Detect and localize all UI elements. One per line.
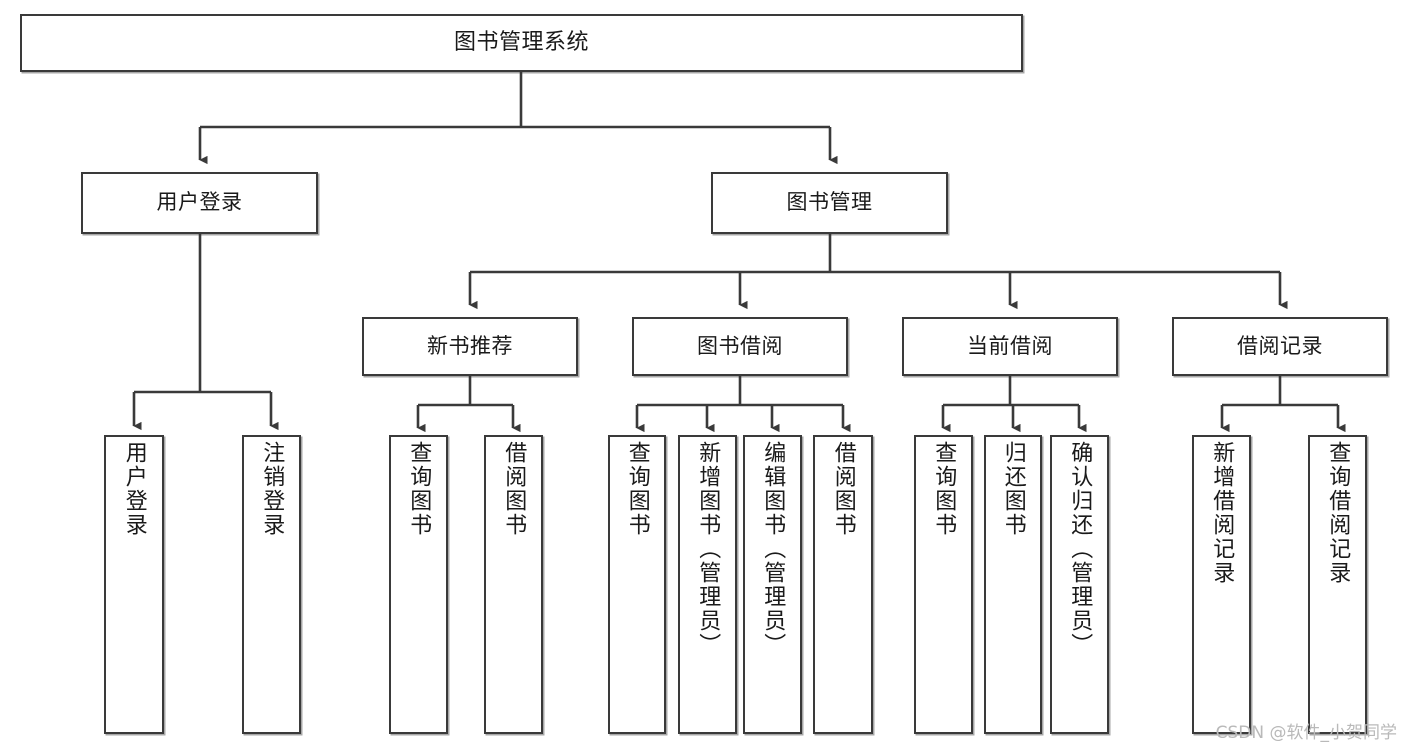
node-book-manage[interactable]: 图书管理 [711,172,948,234]
node-label-current-borrow: 当前借阅 [967,333,1053,358]
node-label-leaf-user-login: 用户登录 [121,441,147,537]
node-leaf-query-book-2[interactable]: 查询图书 [608,435,666,734]
node-label-leaf-query-book-2: 查询图书 [624,441,650,537]
node-leaf-logout[interactable]: 注销登录 [242,435,301,734]
node-label-leaf-query-borrow-record: 查询借阅记录 [1325,441,1351,585]
node-label-leaf-add-book-admin: 新增图书（管理员） [695,441,721,657]
node-root-system[interactable]: 图书管理系统 [20,14,1023,72]
csdn-watermark: CSDN @软件_小贺同学 [1215,723,1397,743]
node-label-leaf-return-book: 归还图书 [1000,441,1026,537]
node-label-leaf-query-book-3: 查询图书 [931,441,957,537]
node-leaf-edit-book-admin[interactable]: 编辑图书（管理员） [743,435,802,734]
node-borrow-record[interactable]: 借阅记录 [1172,317,1388,376]
node-label-book-manage: 图书管理 [786,190,873,215]
node-label-leaf-borrow-book-1: 借阅图书 [501,441,527,537]
node-book-borrow[interactable]: 图书借阅 [632,317,848,376]
node-label-user-login: 用户登录 [156,190,243,215]
node-label-leaf-query-book-1: 查询图书 [406,441,432,537]
node-user-login[interactable]: 用户登录 [81,172,318,234]
node-label-leaf-confirm-return-admin: 确认归还（管理员） [1067,441,1093,657]
node-label-leaf-add-borrow-record: 新增借阅记录 [1209,441,1235,585]
node-label-root-system: 图书管理系统 [453,29,589,55]
node-leaf-add-borrow-record[interactable]: 新增借阅记录 [1192,435,1251,734]
node-label-borrow-record: 借阅记录 [1237,333,1323,358]
node-label-leaf-logout: 注销登录 [259,441,285,537]
node-leaf-query-book-1[interactable]: 查询图书 [389,435,448,734]
node-new-book-recommend[interactable]: 新书推荐 [362,317,578,376]
node-label-leaf-edit-book-admin: 编辑图书（管理员） [760,441,786,657]
node-leaf-query-book-3[interactable]: 查询图书 [914,435,973,734]
node-leaf-return-book[interactable]: 归还图书 [984,435,1042,734]
node-leaf-add-book-admin[interactable]: 新增图书（管理员） [678,435,737,734]
node-leaf-query-borrow-record[interactable]: 查询借阅记录 [1308,435,1367,734]
node-leaf-confirm-return-admin[interactable]: 确认归还（管理员） [1050,435,1109,734]
node-leaf-borrow-book-1[interactable]: 借阅图书 [484,435,543,734]
node-label-leaf-borrow-book-2: 借阅图书 [830,441,856,537]
node-label-new-book-recommend: 新书推荐 [427,333,513,358]
node-leaf-borrow-book-2[interactable]: 借阅图书 [813,435,873,734]
node-leaf-user-login[interactable]: 用户登录 [104,435,164,734]
node-label-book-borrow: 图书借阅 [697,333,783,358]
node-current-borrow[interactable]: 当前借阅 [902,317,1118,376]
